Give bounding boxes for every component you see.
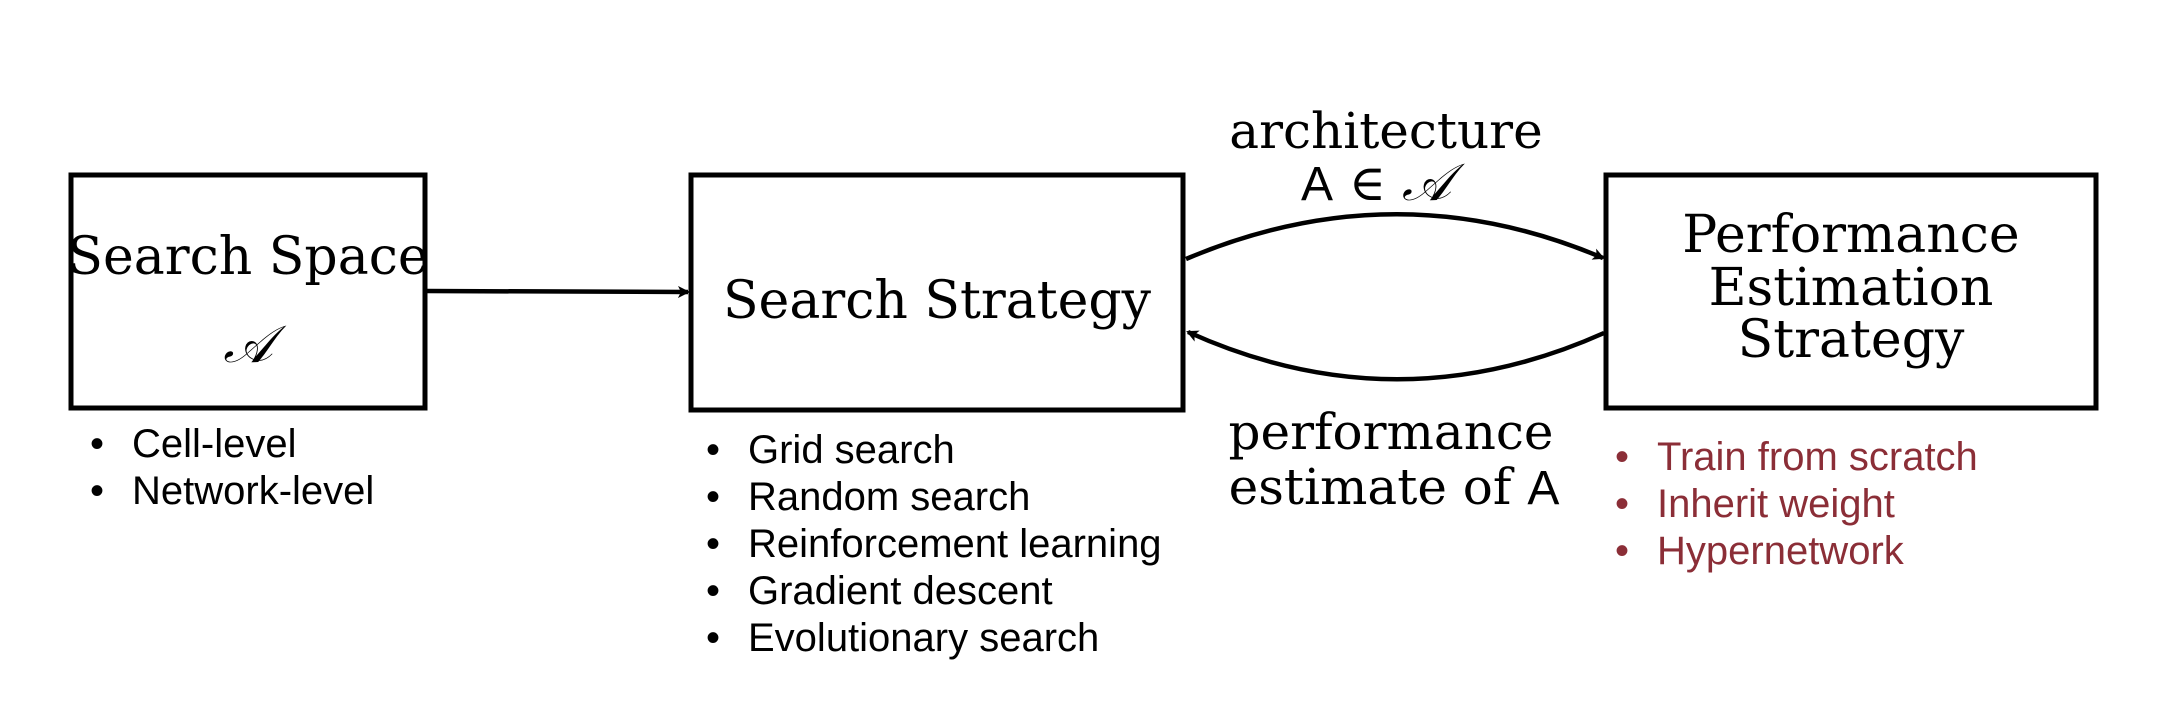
search-strategy-box <box>688 172 1186 413</box>
performance-estimation-bullets: Train from scratch Inherit weight Hypern… <box>1615 434 1978 575</box>
performance-estimate-var: A <box>1527 462 1559 515</box>
performance-estimation-title-line-3: Strategy <box>1738 310 1965 370</box>
performance-estimation-box <box>1603 172 2099 411</box>
performance-estimation-bullet: Inherit weight <box>1615 481 1978 528</box>
performance-label: performance <box>1228 403 1553 461</box>
performance-estimation-title-line-1: Performance <box>1682 205 2019 265</box>
arrow-performance-estimate <box>1186 329 1605 382</box>
search-space-title: Search Space <box>67 227 428 287</box>
search-strategy-bullet: Evolutionary search <box>706 615 1162 662</box>
architecture-math-label: A ∈ 𝒜 <box>1301 153 1466 213</box>
search-strategy-bullets: Grid search Random search Reinforcement … <box>706 427 1162 662</box>
performance-estimation-bullet: Train from scratch <box>1615 434 1978 481</box>
architecture-label: architecture <box>1229 102 1542 160</box>
search-strategy-title: Search Strategy <box>723 271 1152 331</box>
arrow-architecture <box>1185 212 1605 262</box>
performance-estimate-text: estimate of <box>1229 458 1528 516</box>
search-space-box <box>68 172 428 411</box>
architecture-var: A <box>1301 158 1333 211</box>
search-space-bullet: Cell-level <box>90 421 374 468</box>
performance-estimation-title-line-2: Estimation <box>1709 258 1994 318</box>
search-space-bullet: Network-level <box>90 468 374 515</box>
search-strategy-bullet: Random search <box>706 474 1162 521</box>
performance-estimation-bullet: Hypernetwork <box>1615 528 1978 575</box>
architecture-relation: ∈ <box>1333 154 1402 212</box>
architecture-set: 𝒜 <box>1402 153 1466 213</box>
arrow-space-to-strategy <box>426 285 690 298</box>
search-space-symbol: 𝒜 <box>223 315 287 375</box>
search-strategy-bullet: Grid search <box>706 427 1162 474</box>
search-strategy-bullet: Gradient descent <box>706 568 1162 615</box>
performance-estimate-label: estimate of A <box>1229 458 1560 516</box>
search-strategy-bullet: Reinforcement learning <box>706 521 1162 568</box>
search-space-bullets: Cell-level Network-level <box>90 421 374 515</box>
